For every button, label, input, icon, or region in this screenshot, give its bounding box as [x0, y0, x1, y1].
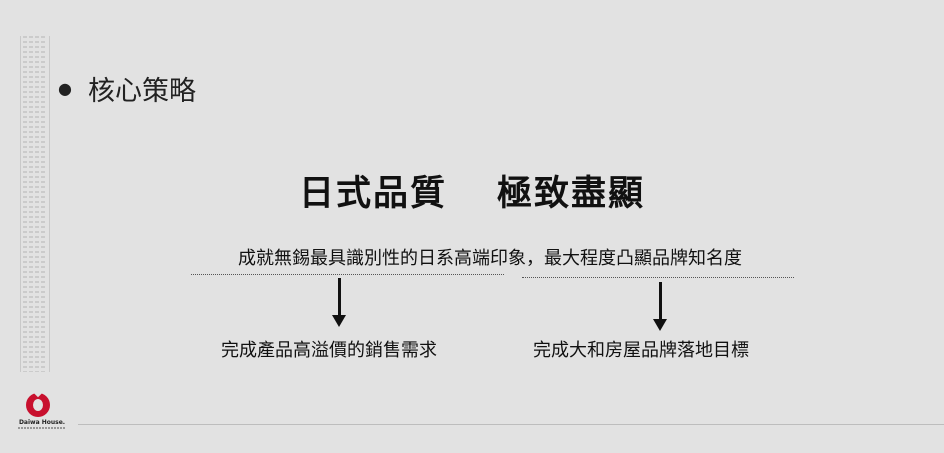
daiwa-house-logo-icon: Daiwa House. [18, 393, 66, 433]
logo-text: Daiwa House. [18, 419, 66, 426]
outcome-right: 完成大和房屋品牌落地目標 [533, 340, 749, 361]
headline-part1: 日式品質 [298, 174, 447, 214]
arrow-down-icon [332, 278, 346, 328]
bullet-dot-icon: ● [58, 78, 72, 98]
outcome-left: 完成產品高溢價的銷售需求 [221, 340, 437, 361]
footer-divider [78, 424, 944, 425]
headline: 日式品質 極致盡顯 [0, 165, 944, 216]
arrow-down-icon [653, 282, 667, 332]
subline: 成就無錫最具識別性的日系高端印象，最大程度凸顯品牌知名度 [238, 248, 742, 269]
bullet-title: ● 核心策略 [58, 70, 196, 107]
headline-part2: 極致盡顯 [497, 174, 646, 214]
decorative-vertical-text-strip [20, 36, 50, 372]
bullet-title-text: 核心策略 [87, 75, 196, 107]
dotted-underline-right [522, 277, 794, 278]
dotted-underline-left [191, 274, 504, 275]
